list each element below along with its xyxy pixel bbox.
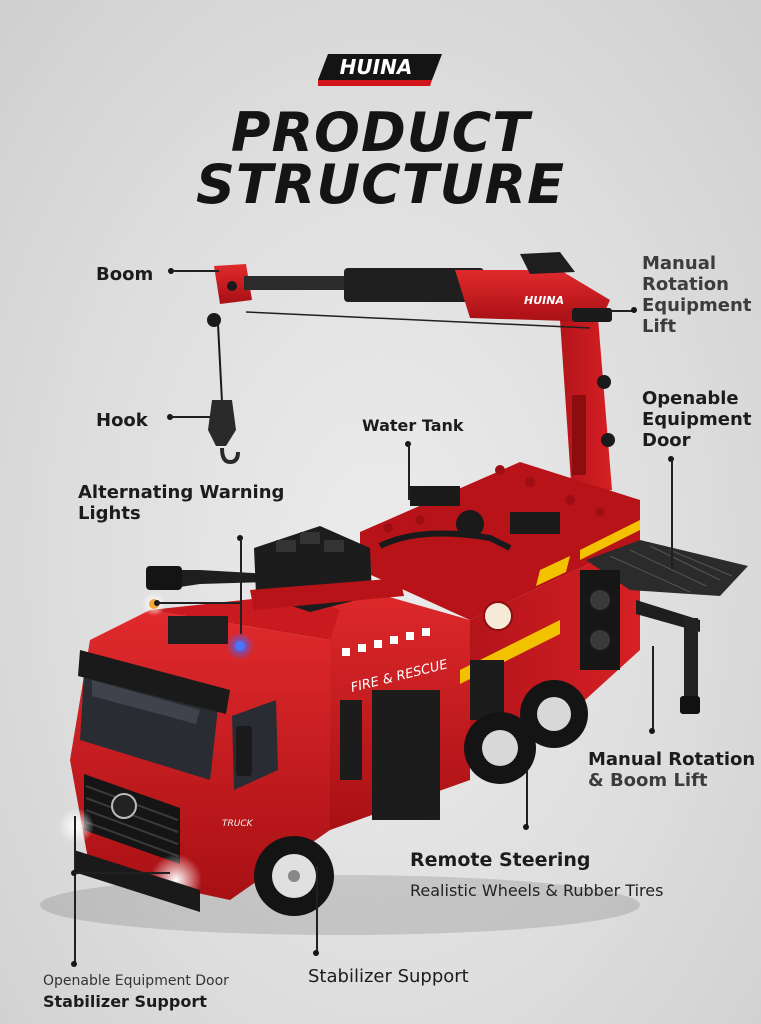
leader-line [526, 770, 528, 828]
crane-mast [560, 318, 615, 496]
leader-line [171, 270, 219, 272]
label-openable-door-line3: Door [642, 430, 691, 451]
label-warning-lights-line2: Lights [78, 503, 141, 524]
label-openable-door-line2: Equipment [642, 409, 752, 430]
label-hook: Hook [96, 410, 148, 431]
leader-dot [649, 728, 655, 734]
label-manual-rotation-line2: Rotation [642, 274, 729, 295]
label-manual-rotation-boom-line2: & Boom Lift [588, 770, 708, 791]
label-water-tank: Water Tank [362, 416, 464, 435]
leader-line [157, 602, 241, 604]
leader-line [74, 816, 76, 964]
label-manual-rotation-line3: Equipment [642, 295, 752, 316]
boom-brand-text: HUINA [524, 294, 564, 307]
boom: HUINA [207, 252, 612, 329]
label-remote-steering: Remote Steering [410, 849, 591, 871]
leader-line [408, 444, 410, 500]
label-warning-lights-line1: Alternating Warning [78, 482, 285, 503]
leader-dot [523, 824, 529, 830]
cab-badge-text: TRUCK [222, 819, 254, 829]
leader-line [74, 872, 170, 874]
leader-dot [71, 961, 77, 967]
front-wheel [254, 836, 334, 916]
leader-line [671, 459, 673, 569]
label-openable-door-line1: Openable [642, 388, 739, 409]
leader-line [170, 416, 210, 418]
label-boom: Boom [96, 264, 154, 285]
equipment-door-panel [580, 540, 748, 670]
label-manual-rotation-line4: Lift [642, 316, 677, 337]
leader-dot [313, 950, 319, 956]
page-title-line2: STRUCTURE [196, 153, 565, 216]
leader-line [652, 646, 654, 732]
brand-logo: HUINA [318, 54, 442, 86]
stabilizer-leg [636, 600, 700, 714]
brand-logo-text: HUINA [340, 55, 413, 79]
hook [208, 323, 240, 465]
label-stabilizer-bottom-center: Stabilizer Support [308, 966, 469, 987]
label-manual-rotation-boom-line1: Manual Rotation [588, 749, 756, 770]
water-tank-unit [146, 526, 404, 612]
rear-wheels [464, 680, 588, 784]
leader-dot [631, 307, 637, 313]
leader-line [316, 866, 318, 952]
label-stabilizer-bottom-left: Stabilizer Support [43, 992, 207, 1011]
leader-line [608, 310, 634, 312]
label-wheels-tires: Realistic Wheels & Rubber Tires [410, 881, 664, 900]
page-title-line1: PRODUCT [230, 101, 531, 164]
cab: TRUCK [58, 592, 340, 912]
leader-line [240, 538, 242, 634]
label-manual-rotation-line1: Manual [642, 253, 717, 274]
label-openable-door-bottom: Openable Equipment Door [43, 973, 229, 989]
